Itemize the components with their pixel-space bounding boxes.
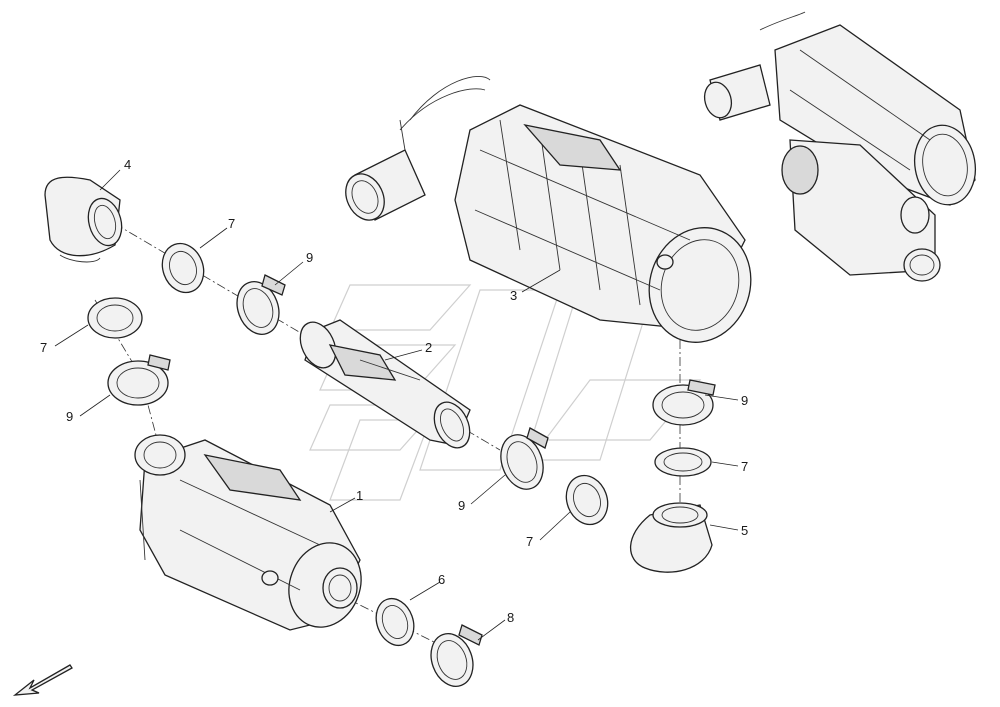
callout-8: 8 <box>507 610 514 625</box>
gasket-7-top <box>161 242 205 294</box>
intermediate-pipe-2 <box>299 319 471 449</box>
clamp-9-left <box>107 354 171 406</box>
callout-5: 5 <box>741 523 748 538</box>
callout-7-left: 7 <box>40 340 47 355</box>
callout-9-mid: 9 <box>458 498 465 513</box>
clamp-8 <box>430 624 483 687</box>
callout-1: 1 <box>356 488 363 503</box>
callout-9-right: 9 <box>741 393 748 408</box>
leader-lines <box>54 169 739 641</box>
callout-7-right: 7 <box>741 459 748 474</box>
gasket-7-bottom <box>565 474 609 526</box>
gasket-6 <box>375 597 415 647</box>
clamp-9-right <box>652 379 716 426</box>
elbow-pipe-5 <box>629 502 713 573</box>
main-silencer <box>345 76 752 343</box>
assembled-view <box>703 11 976 282</box>
callout-labels: 4 7 9 7 9 2 3 9 7 5 9 7 1 6 8 <box>40 157 748 625</box>
callout-7-bottom: 7 <box>526 534 533 549</box>
callout-9-top: 9 <box>306 250 313 265</box>
gasket-7-left <box>87 297 143 339</box>
gasket-7-right <box>654 447 712 477</box>
elbow-pipe-4 <box>44 176 123 263</box>
clamp-9-mid <box>500 427 549 490</box>
callout-2: 2 <box>425 340 432 355</box>
callout-6: 6 <box>438 572 445 587</box>
callout-9-left: 9 <box>66 409 73 424</box>
callout-3: 3 <box>510 288 517 303</box>
clamp-9-top <box>236 274 286 335</box>
callout-4: 4 <box>124 157 131 172</box>
lower-silencer-1 <box>134 434 362 631</box>
callout-7-top: 7 <box>228 216 235 231</box>
direction-arrow-icon <box>12 664 73 696</box>
